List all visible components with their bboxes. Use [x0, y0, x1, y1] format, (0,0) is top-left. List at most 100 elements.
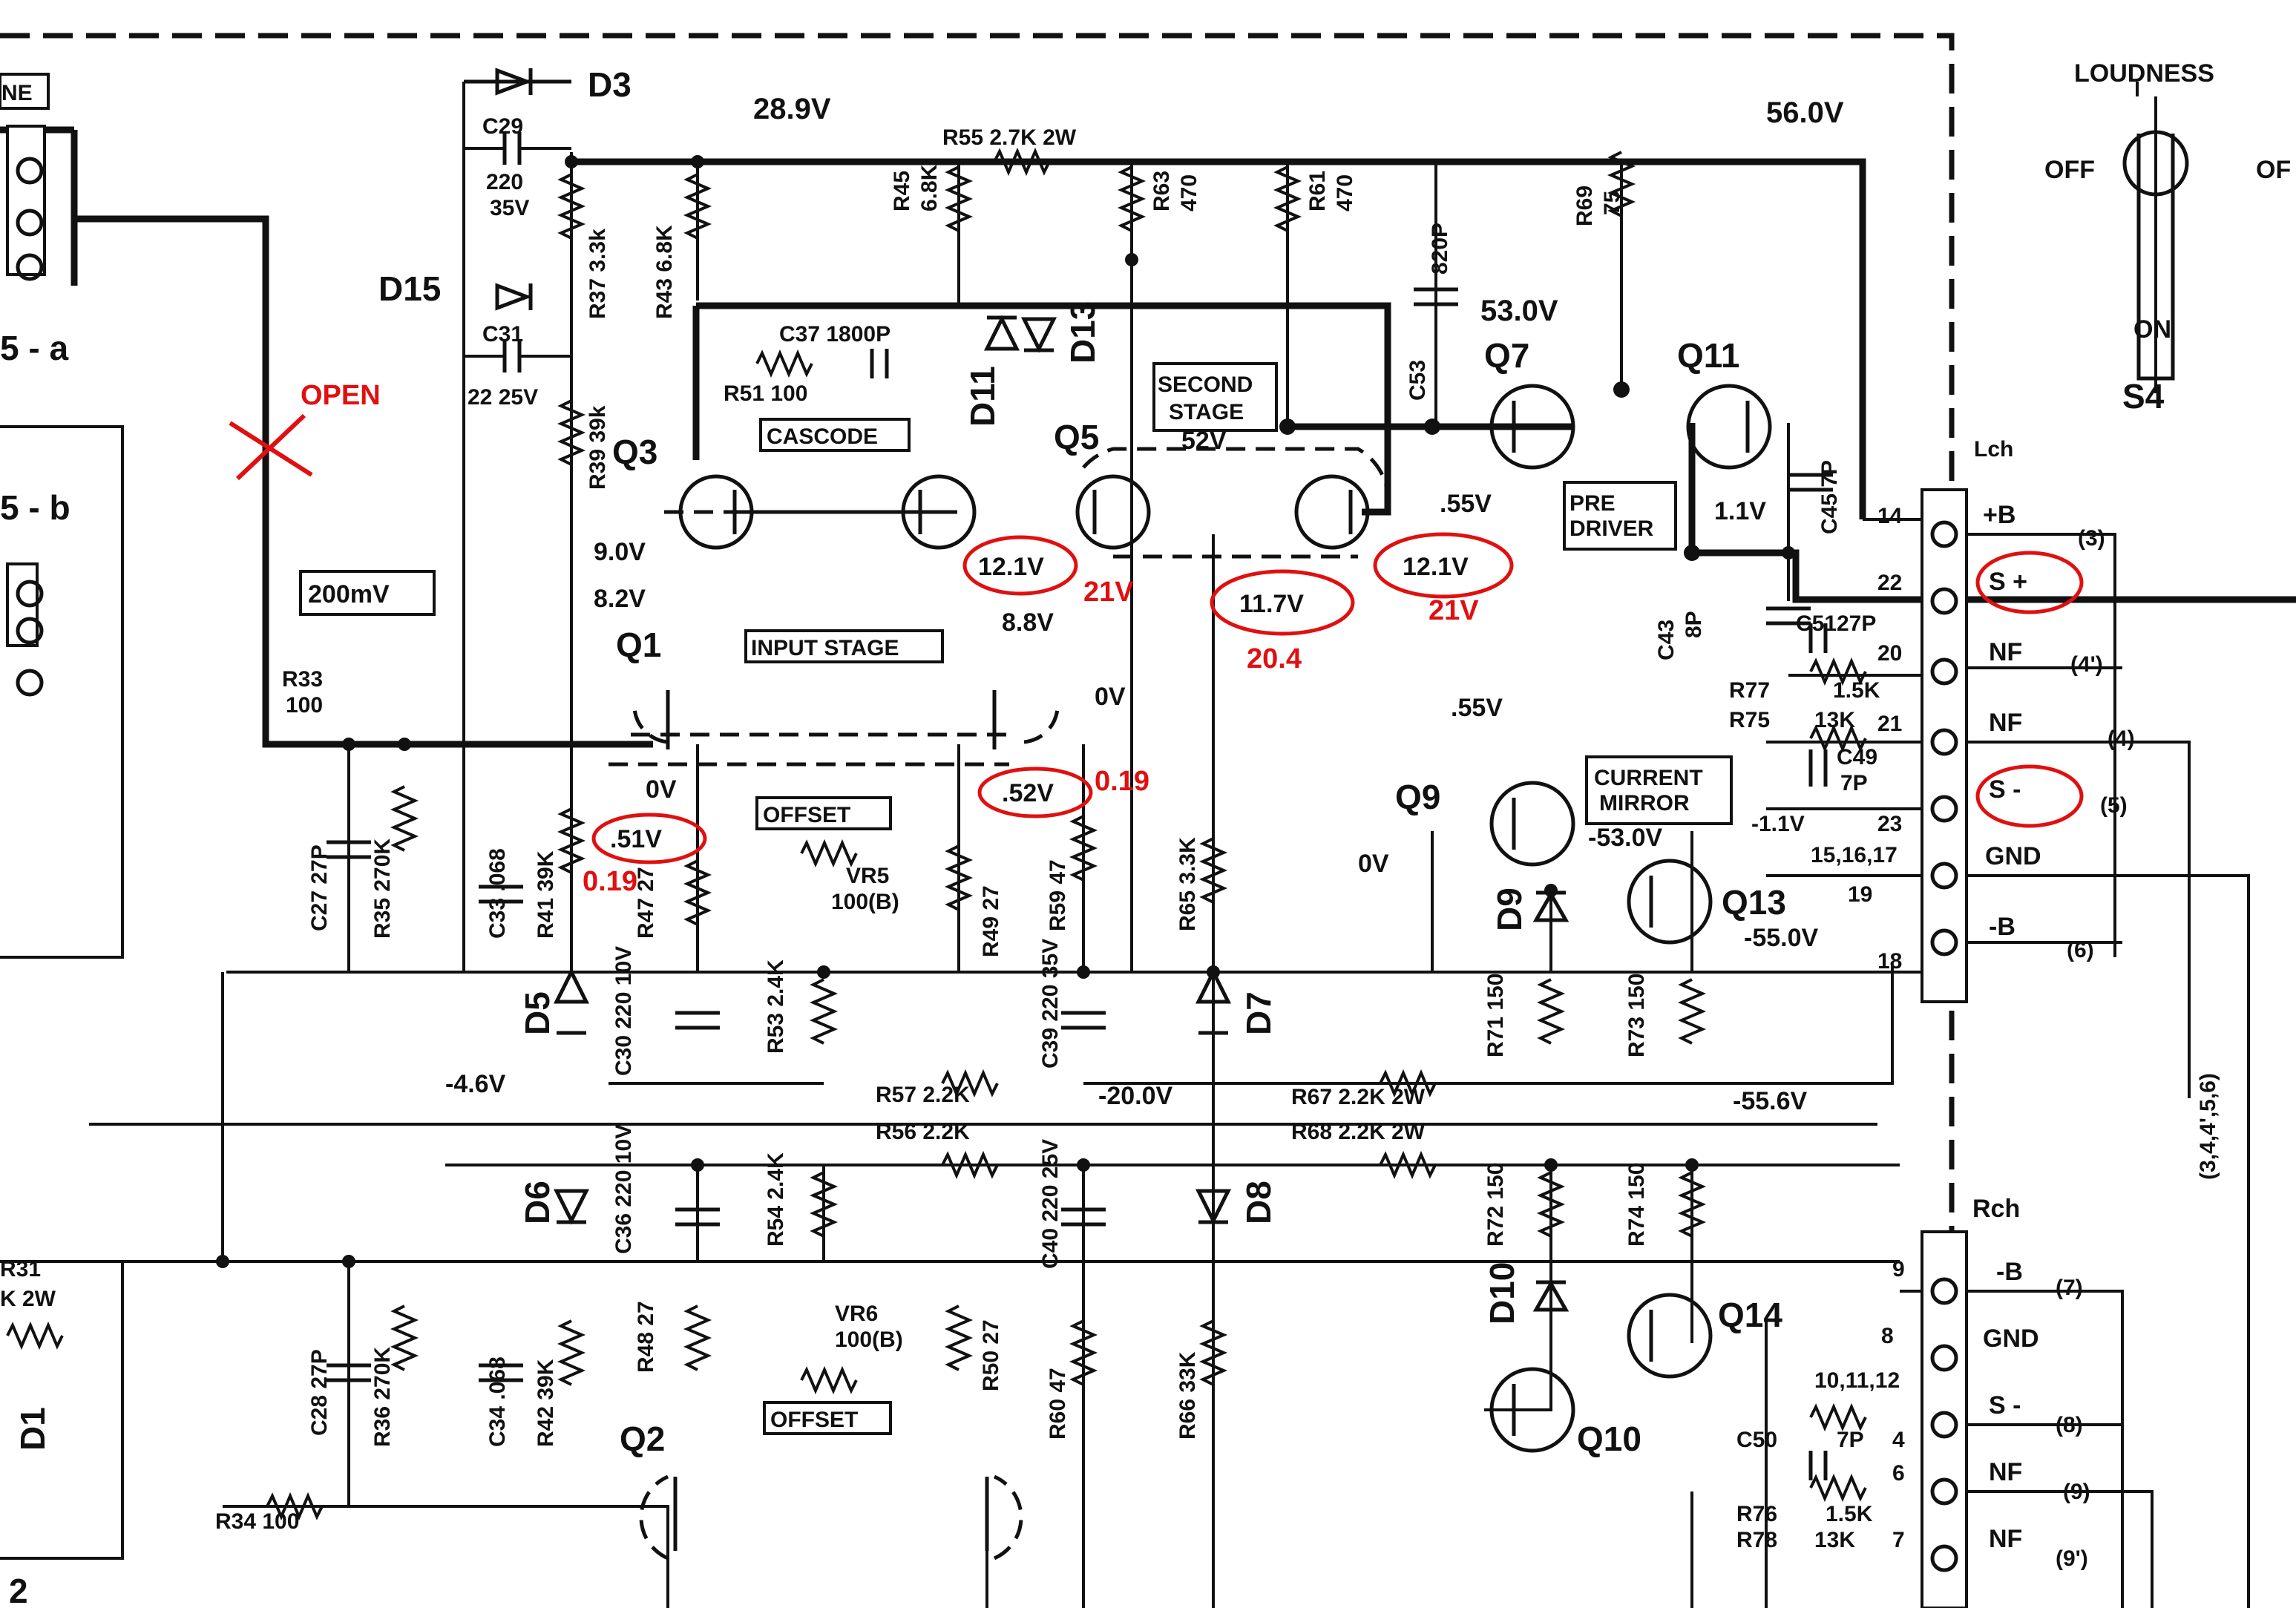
r69-value: 75 — [1600, 191, 1624, 215]
c31-value: 22 25V — [468, 385, 538, 410]
r45-label: R45 — [890, 171, 914, 211]
offset-label-a: OFFSET — [763, 803, 850, 827]
d6-label: D6 — [518, 1181, 557, 1224]
voltage-0v-b: 0V — [646, 775, 677, 804]
voltage-neg53: -53.0V — [1588, 824, 1662, 852]
lch-label-s-plus: S + — [1989, 568, 2027, 596]
d11-label: D11 — [963, 366, 1002, 427]
r72-label: R72 150 — [1483, 1163, 1508, 1247]
red-0-19-b: 0.19 — [583, 866, 637, 897]
transistors — [632, 384, 1772, 1561]
voltage-neg55-0: -55.0V — [1744, 924, 1818, 952]
resistors — [6, 150, 1867, 1518]
r55-label: R55 2.7K 2W — [942, 125, 1077, 150]
rch-pin-9: 9 — [1892, 1257, 1905, 1282]
c29-value: 220 — [486, 170, 523, 194]
switch-5a-label: 5 - a — [0, 329, 68, 367]
vr6-label: VR6 — [835, 1302, 878, 1326]
r66-label: R66 33K — [1175, 1351, 1200, 1440]
rch-title: Rch — [1972, 1195, 2020, 1223]
connector-lch — [1921, 488, 1968, 1003]
connector-rch — [1921, 1230, 1968, 1608]
voltage-55-left: .55V — [1440, 490, 1492, 518]
measurement-circles — [591, 532, 2084, 864]
lch-label-gnd: GND — [1985, 842, 2041, 870]
rch-pin-6: 6 — [1892, 1461, 1905, 1486]
switch-s4: S4 — [2122, 377, 2165, 416]
r31-label: R31 — [0, 1257, 41, 1282]
voltage-1-1: 1.1V — [1714, 497, 1766, 525]
q5-label: Q5 — [1054, 418, 1099, 456]
q13-label: Q13 — [1722, 883, 1786, 922]
voltage-8-8: 8.8V — [1002, 608, 1054, 637]
cascode-label: CASCODE — [767, 424, 878, 449]
r50-label: R50 27 — [979, 1319, 1003, 1391]
capacitors — [327, 132, 1833, 1480]
rch-bus-label: (3,4,4',5,6) — [2196, 1073, 2220, 1180]
r39-label: R39 39k — [586, 405, 610, 490]
current-mirror-label-2: MIRROR — [1599, 791, 1690, 816]
r56-label: R56 2.2K — [876, 1120, 970, 1144]
vr5-label: VR5 — [846, 864, 889, 888]
c51-value: 27P — [1837, 611, 1876, 636]
r76-label: R76 — [1736, 1502, 1777, 1526]
box-frames — [0, 73, 1733, 1435]
d7-label: D7 — [1239, 991, 1278, 1035]
rch-ref-7: (7) — [2056, 1276, 2083, 1300]
switch-on: ON — [2133, 315, 2171, 344]
d5-label: D5 — [518, 991, 557, 1035]
second-stage-label-1: SECOND — [1158, 373, 1253, 397]
r74-label: R74 150 — [1624, 1163, 1649, 1247]
c39-label: C39 220 35V — [1038, 939, 1063, 1069]
r69-label: R69 — [1572, 186, 1597, 226]
lch-label-s-minus: S - — [1989, 775, 2021, 804]
lch-pin-20: 20 — [1877, 641, 1902, 666]
rch-ref-9p: (9') — [2056, 1546, 2088, 1571]
200mv-label: 200mV — [308, 580, 390, 608]
r59-label: R59 47 — [1046, 859, 1070, 931]
r48-label: R48 27 — [634, 1301, 658, 1373]
voltage-8-2: 8.2V — [594, 585, 646, 613]
c49-value: 7P — [1840, 771, 1868, 795]
rch-label-nf-b: NF — [1989, 1525, 2022, 1553]
r53-label: R53 2.4K — [764, 959, 788, 1054]
voltage-51: .51V — [610, 825, 662, 853]
r33-label: R33 — [282, 667, 323, 692]
c50-value: 7P — [1837, 1428, 1864, 1452]
c43-value: 8P — [1682, 611, 1706, 638]
r67-label: R67 2.2K 2W — [1291, 1085, 1426, 1109]
rch-pins-10-12: 10,11,12 — [1814, 1368, 1900, 1393]
open-annotation: OPEN — [301, 380, 381, 411]
c30-label: C30 220 10V — [611, 946, 636, 1076]
q10-label: Q10 — [1577, 1420, 1641, 1458]
r45-value: 6.8K — [917, 164, 942, 211]
voltage-neg1-1: -1.1V — [1751, 812, 1805, 836]
switch-off-left: OFF — [2044, 156, 2095, 184]
r47-label: R47 27 — [634, 867, 658, 939]
rch-label-gnd: GND — [1983, 1325, 2039, 1353]
diodes — [464, 68, 1570, 1312]
r77-label: R77 — [1729, 678, 1770, 703]
red-21v-a: 21V — [1083, 577, 1134, 608]
r78-value: 13K — [1814, 1528, 1855, 1552]
rch-label-nf-a: NF — [1989, 1458, 2022, 1486]
r35-label: R35 270K — [370, 839, 395, 939]
voltage-53-0: 53.0V — [1480, 295, 1558, 327]
loudness-title: LOUDNESS — [2074, 59, 2214, 88]
r75-value: 13K — [1814, 708, 1855, 732]
lch-label-nf-b: NF — [1989, 709, 2022, 737]
r73-label: R73 150 — [1624, 974, 1649, 1057]
r61-label: R61 — [1305, 171, 1330, 211]
voltage-28-9: 28.9V — [753, 93, 831, 125]
switch-5b-label: 5 - b — [0, 488, 70, 527]
rch-ref-8: (8) — [2056, 1413, 2083, 1437]
rch-pin-4: 4 — [1892, 1428, 1905, 1452]
q14-label: Q14 — [1718, 1296, 1782, 1334]
c29-label: C29 — [482, 114, 523, 139]
q7-label: Q7 — [1484, 336, 1529, 375]
voltage-11-7: 11.7V — [1239, 590, 1304, 618]
voltage-9-0: 9.0V — [594, 538, 646, 566]
lch-label-nf-a: NF — [1989, 638, 2022, 666]
voltage-neg55-6: -55.6V — [1733, 1087, 1807, 1115]
